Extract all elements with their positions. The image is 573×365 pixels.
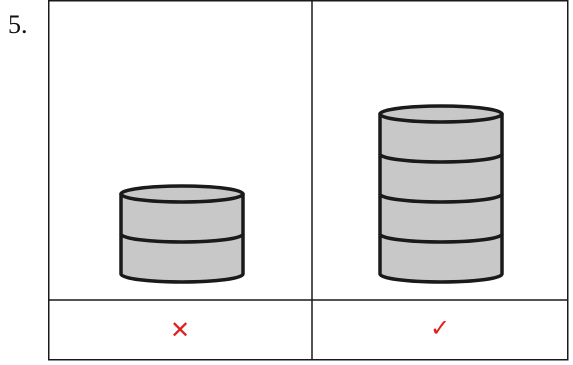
disc-stack-tall-top xyxy=(378,104,504,124)
table-border xyxy=(48,0,569,361)
cross-mark: ✕ xyxy=(169,316,191,344)
disc-stack-short xyxy=(119,184,245,284)
comparison-table: ✕ ✓ xyxy=(48,0,573,362)
check-mark: ✓ xyxy=(429,314,451,342)
disc-stack-short-layer-divider xyxy=(119,233,245,244)
disc-stack-tall xyxy=(378,104,504,284)
disc-stack-short-body xyxy=(119,192,245,284)
table-and-figures xyxy=(48,0,569,361)
disc-stack-tall-layer-divider xyxy=(378,193,504,204)
mark-cell-left: ✕ xyxy=(48,300,312,360)
disc-stack-tall-layer-divider xyxy=(378,233,504,244)
disc-stack-short-top xyxy=(119,184,245,204)
mark-cell-right: ✓ xyxy=(312,300,568,360)
disc-stack-tall-layer-divider xyxy=(378,153,504,164)
question-number: 5. xyxy=(8,10,28,39)
